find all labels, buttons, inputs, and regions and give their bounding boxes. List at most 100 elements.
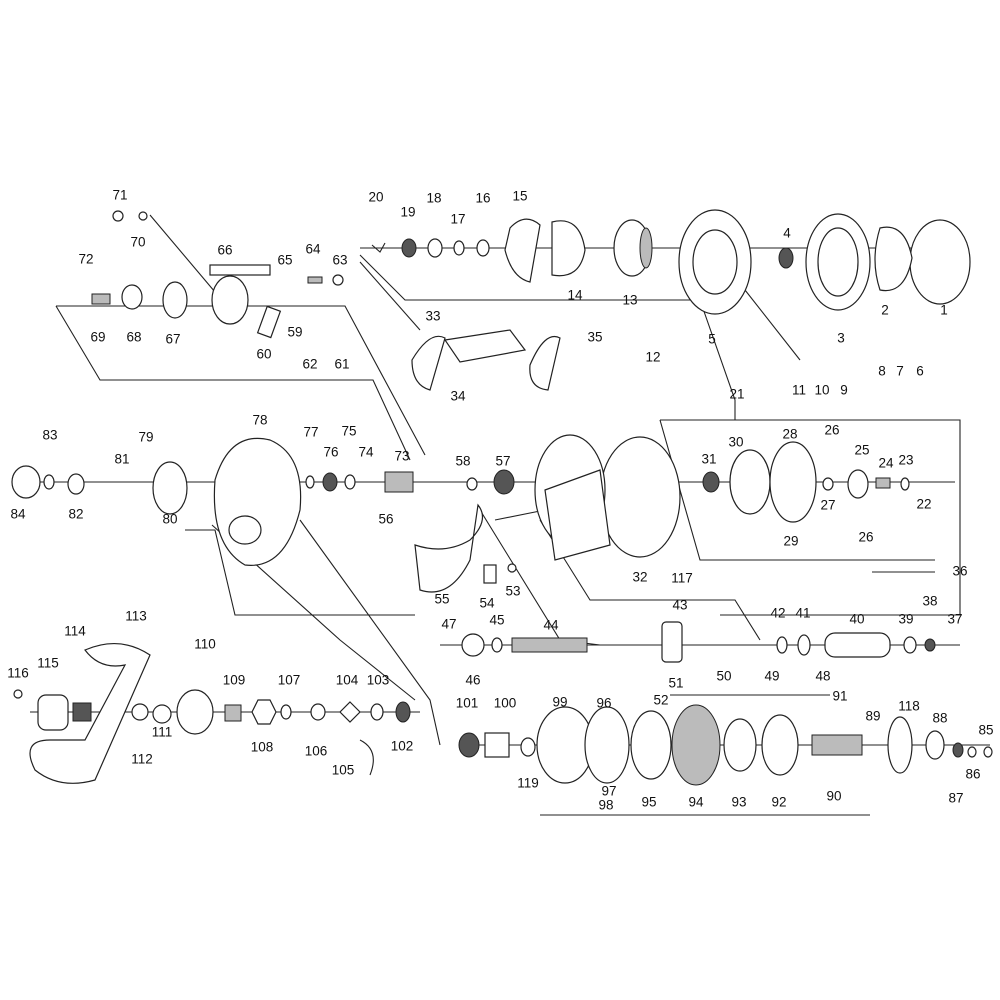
part-shape-1: [909, 219, 971, 305]
part-shape-55: [414, 503, 484, 593]
part-number-113: 113: [125, 609, 147, 624]
part-number-99: 99: [552, 695, 567, 710]
part-number-84: 84: [10, 507, 26, 522]
part-number-89: 89: [865, 709, 880, 724]
part-shape-102: [395, 701, 411, 723]
part-number-80: 80: [162, 512, 177, 527]
part-number-78: 78: [252, 413, 267, 428]
part-shape-85: [983, 746, 993, 758]
part-shape-108: [251, 699, 277, 725]
part-number-76: 76: [323, 445, 338, 460]
part-shape-67: [162, 281, 188, 319]
part-number-68: 68: [126, 330, 141, 345]
part-number-108: 108: [251, 740, 274, 755]
part-number-97: 97: [601, 784, 616, 799]
part-number-33: 33: [425, 309, 440, 324]
part-number-6: 6: [916, 364, 924, 379]
part-shape-83: [43, 474, 55, 490]
part-shape-93: [723, 718, 757, 772]
part-shape-39: [903, 636, 917, 654]
part-number-65: 65: [277, 253, 292, 268]
part-shape-42: [776, 636, 788, 654]
part-number-101: 101: [456, 696, 479, 711]
part-shape-82: [67, 473, 85, 495]
part-shape-96: [584, 706, 630, 784]
part-shape-24: [875, 477, 891, 489]
part-number-39: 39: [898, 612, 913, 627]
part-number-50: 50: [716, 669, 731, 684]
part-number-47: 47: [441, 617, 456, 632]
part-number-29: 29: [783, 534, 798, 549]
part-shape-44: [511, 637, 588, 653]
part-number-58: 58: [455, 454, 470, 469]
part-number-62: 62: [302, 357, 317, 372]
part-shape-32: [599, 436, 681, 558]
part-shape-111: [152, 704, 172, 724]
part-number-64: 64: [305, 242, 321, 257]
part-number-114: 114: [64, 624, 86, 639]
part-number-111: 111: [152, 725, 173, 740]
part-number-115: 115: [37, 656, 59, 671]
part-number-105: 105: [332, 763, 355, 778]
part-shape-73: [384, 471, 414, 493]
part-number-88: 88: [932, 711, 947, 726]
part-shape-20: [371, 242, 386, 253]
part-number-8: 8: [878, 364, 886, 379]
part-number-117: 117: [671, 571, 693, 586]
part-shape-100: [484, 732, 510, 758]
part-number-90: 90: [826, 789, 841, 804]
part-shape-31: [702, 471, 720, 493]
part-number-104: 104: [336, 673, 359, 688]
part-number-20: 20: [368, 190, 383, 205]
part-shape-88: [925, 730, 945, 760]
part-shape-40: [824, 632, 891, 658]
part-shape-114: [72, 702, 92, 722]
part-number-102: 102: [391, 739, 414, 754]
part-shape-95: [630, 710, 672, 780]
part-number-30: 30: [728, 435, 743, 450]
part-shape-41: [797, 634, 811, 656]
part-shape-43: [661, 621, 683, 663]
part-shape-28: [769, 441, 817, 523]
part-shape-23: [900, 477, 910, 491]
part-number-17: 17: [450, 212, 465, 227]
part-number-12: 12: [645, 350, 660, 365]
part-number-110: 110: [194, 637, 216, 652]
part-number-66: 66: [217, 243, 232, 258]
part-shape-54: [483, 564, 497, 584]
part-number-22: 22: [916, 497, 931, 512]
part-number-19: 19: [400, 205, 415, 220]
part-number-21: 21: [729, 387, 744, 402]
part-shape-113: [29, 642, 151, 784]
part-number-31: 31: [701, 452, 716, 467]
part-shape-18: [427, 238, 443, 258]
part-shape-68: [121, 284, 143, 310]
part-shape-118: [887, 716, 913, 774]
part-shape-103: [370, 703, 384, 721]
part-drawings: [11, 209, 993, 786]
part-number-83: 83: [42, 428, 57, 443]
part-shape-15: [504, 218, 541, 283]
part-shape-14: [551, 220, 586, 277]
part-number-38: 38: [922, 594, 937, 609]
part-shape-27: [822, 477, 834, 491]
part-number-103: 103: [367, 673, 390, 688]
part-number-25: 25: [854, 443, 869, 458]
part-number-100: 100: [494, 696, 517, 711]
part-number-45: 45: [489, 613, 504, 628]
part-number-56: 56: [378, 512, 393, 527]
part-number-73: 73: [394, 449, 409, 464]
part-shape-109: [224, 704, 242, 722]
part-number-15: 15: [512, 189, 527, 204]
part-number-13: 13: [622, 293, 637, 308]
part-number-23: 23: [898, 453, 913, 468]
part-number-11: 11: [792, 383, 806, 398]
part-number-34: 34: [450, 389, 466, 404]
part-number-9: 9: [840, 383, 848, 398]
part-shape-104: [339, 701, 361, 723]
part-shape-94: [671, 704, 721, 786]
part-number-61: 61: [334, 357, 349, 372]
part-number-107: 107: [278, 673, 301, 688]
part-number-79: 79: [138, 430, 153, 445]
